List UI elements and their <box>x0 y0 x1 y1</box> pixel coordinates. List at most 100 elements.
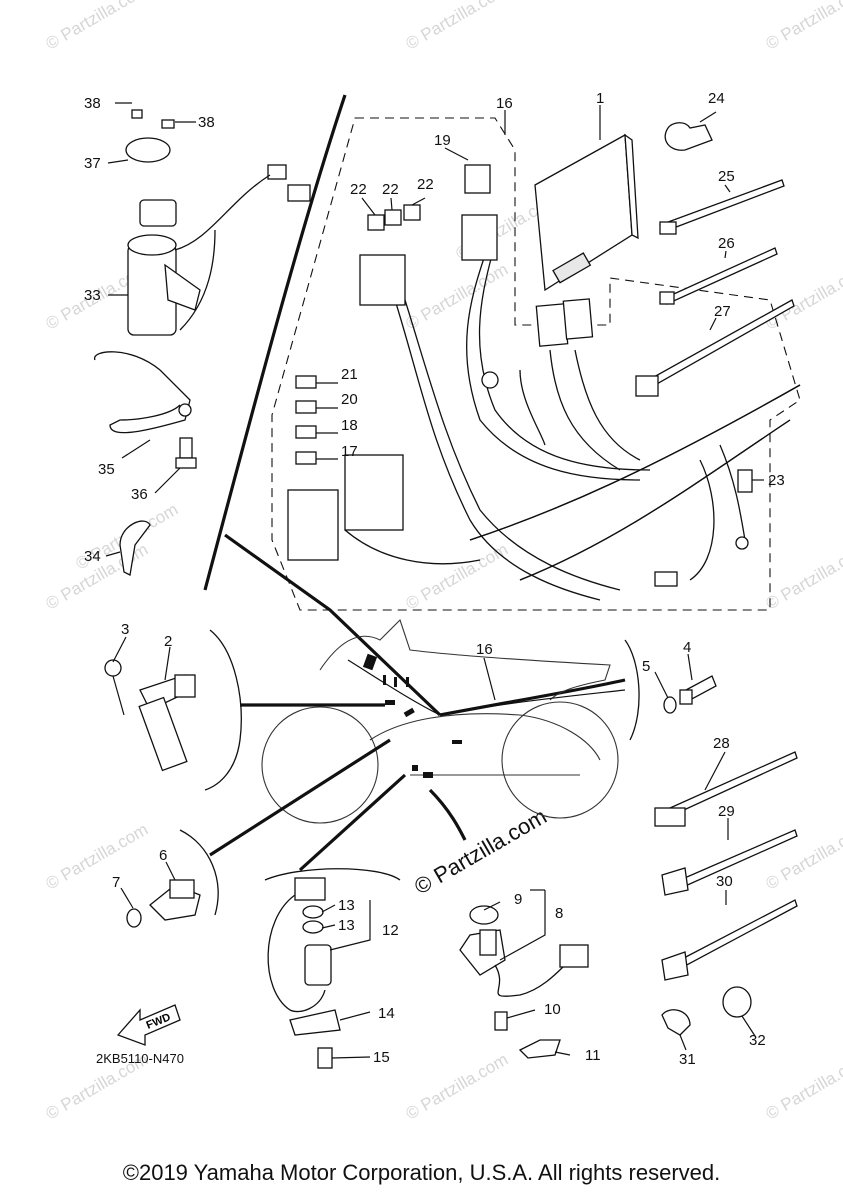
bolt-23[interactable] <box>654 469 753 587</box>
leader-lines <box>105 102 764 1059</box>
callout-33: 33 <box>84 287 101 304</box>
clamp-32[interactable] <box>722 986 752 1018</box>
parts-diagram: © Partzilla.com © Partzilla.com © Partzi… <box>43 0 843 1124</box>
callout-15: 15 <box>373 1049 390 1066</box>
washer-7[interactable] <box>126 908 142 928</box>
watermark: © Partzilla.com <box>403 260 512 334</box>
ignition-switch[interactable] <box>125 109 311 336</box>
clamp-24[interactable] <box>664 122 713 151</box>
callout-13: 13 <box>338 917 355 934</box>
cable-tie-26[interactable] <box>659 247 778 305</box>
sensor-2[interactable] <box>138 674 196 772</box>
callout-14: 14 <box>378 1005 395 1022</box>
callout-18: 18 <box>341 417 358 434</box>
bracket-35[interactable] <box>94 351 192 434</box>
switch-6[interactable] <box>149 879 201 921</box>
callout-37: 37 <box>84 155 101 172</box>
cable-tie-28[interactable] <box>654 751 798 827</box>
watermark: © Partzilla.com <box>43 820 152 894</box>
screw-36[interactable] <box>175 437 197 469</box>
callout-22: 22 <box>417 176 434 193</box>
relay-connector-group[interactable] <box>359 164 498 306</box>
sensor-4[interactable] <box>679 675 717 705</box>
callout-22: 22 <box>350 181 367 198</box>
callout-line-ignition <box>224 533 442 717</box>
ecu-connectors[interactable] <box>535 298 594 347</box>
callout-7: 7 <box>112 874 120 891</box>
callout-1: 1 <box>596 90 604 107</box>
callout-3: 3 <box>121 621 129 638</box>
callout-34: 34 <box>84 548 101 565</box>
callout-29: 29 <box>718 803 735 820</box>
callout-27: 27 <box>714 303 731 320</box>
callout-2: 2 <box>164 633 172 650</box>
callout-4: 4 <box>683 639 691 656</box>
callout-38: 38 <box>198 114 215 131</box>
screw-15[interactable] <box>317 1047 333 1069</box>
watermark: © Partzilla.com <box>763 1050 843 1124</box>
key-34[interactable] <box>119 520 151 576</box>
diagram-code: 2KB5110-N470 <box>96 1051 184 1066</box>
watermark: © Partzilla.com <box>763 540 843 614</box>
sensor-8[interactable] <box>459 905 589 997</box>
wire-harness <box>344 254 801 601</box>
cable-tie-29[interactable] <box>661 829 798 896</box>
watermark: © Partzilla.com <box>763 820 843 894</box>
callout-13: 13 <box>338 897 355 914</box>
callout-6: 6 <box>159 847 167 864</box>
callout-20: 20 <box>341 391 358 408</box>
callout-24: 24 <box>708 90 725 107</box>
callout-8: 8 <box>555 905 563 922</box>
sensor-12[interactable] <box>267 877 332 1013</box>
group-bracket-12 <box>264 868 401 881</box>
callout-12: 12 <box>382 922 399 939</box>
group-bracket-2 <box>204 629 242 791</box>
watermark-center: © Partzilla.com <box>410 804 551 900</box>
watermark: © Partzilla.com <box>43 0 152 53</box>
clamp-31[interactable] <box>661 1009 691 1036</box>
watermark: © Partzilla.com <box>763 260 843 334</box>
callout-38: 38 <box>84 95 101 112</box>
callout-36: 36 <box>131 486 148 503</box>
callout-25: 25 <box>718 168 735 185</box>
callout-9: 9 <box>514 891 522 908</box>
callout-22: 22 <box>382 181 399 198</box>
watermark: © Partzilla.com <box>763 0 843 53</box>
callout-19: 19 <box>434 132 451 149</box>
callout-30: 30 <box>716 873 733 890</box>
callout-16b: 16 <box>476 641 493 658</box>
callout-numbers: 1 2 3 4 5 6 7 8 9 10 11 12 13 13 14 15 1… <box>84 90 785 1068</box>
callout-28: 28 <box>713 735 730 752</box>
cable-tie-25[interactable] <box>659 179 785 235</box>
callout-5: 5 <box>642 658 650 675</box>
cable-tie-30[interactable] <box>661 899 798 981</box>
washer-5[interactable] <box>663 696 677 714</box>
callout-21: 21 <box>341 366 358 383</box>
watermark: © Partzilla.com <box>403 0 512 53</box>
cover-14[interactable] <box>289 1009 341 1036</box>
screw-10[interactable] <box>494 1011 508 1031</box>
callout-26: 26 <box>718 235 735 252</box>
copyright-footer: ©2019 Yamaha Motor Corporation, U.S.A. A… <box>122 1160 721 1185</box>
callout-17: 17 <box>341 443 358 460</box>
screw-3[interactable] <box>104 659 125 716</box>
clamp-11[interactable] <box>518 1039 561 1059</box>
fwd-arrow-icon: FWD <box>116 1004 181 1046</box>
callout-16: 16 <box>496 95 513 112</box>
group-bracket-6 <box>179 829 219 916</box>
callout-32: 32 <box>749 1032 766 1049</box>
group-bracket-4 <box>624 639 640 741</box>
bike-silhouette <box>261 618 626 824</box>
cable-tie-27[interactable] <box>635 299 795 397</box>
ecu-part[interactable] <box>534 133 639 292</box>
callout-11: 11 <box>585 1047 601 1064</box>
callout-31: 31 <box>679 1051 696 1068</box>
fuse-group[interactable] <box>295 375 317 465</box>
callout-10: 10 <box>544 1001 561 1018</box>
watermark: © Partzilla.com <box>403 1050 512 1124</box>
relay-blocks[interactable] <box>287 454 404 561</box>
group-box-16 <box>271 117 801 611</box>
section-divider-left <box>203 94 347 591</box>
callout-35: 35 <box>98 461 115 478</box>
callout-23: 23 <box>768 472 785 489</box>
